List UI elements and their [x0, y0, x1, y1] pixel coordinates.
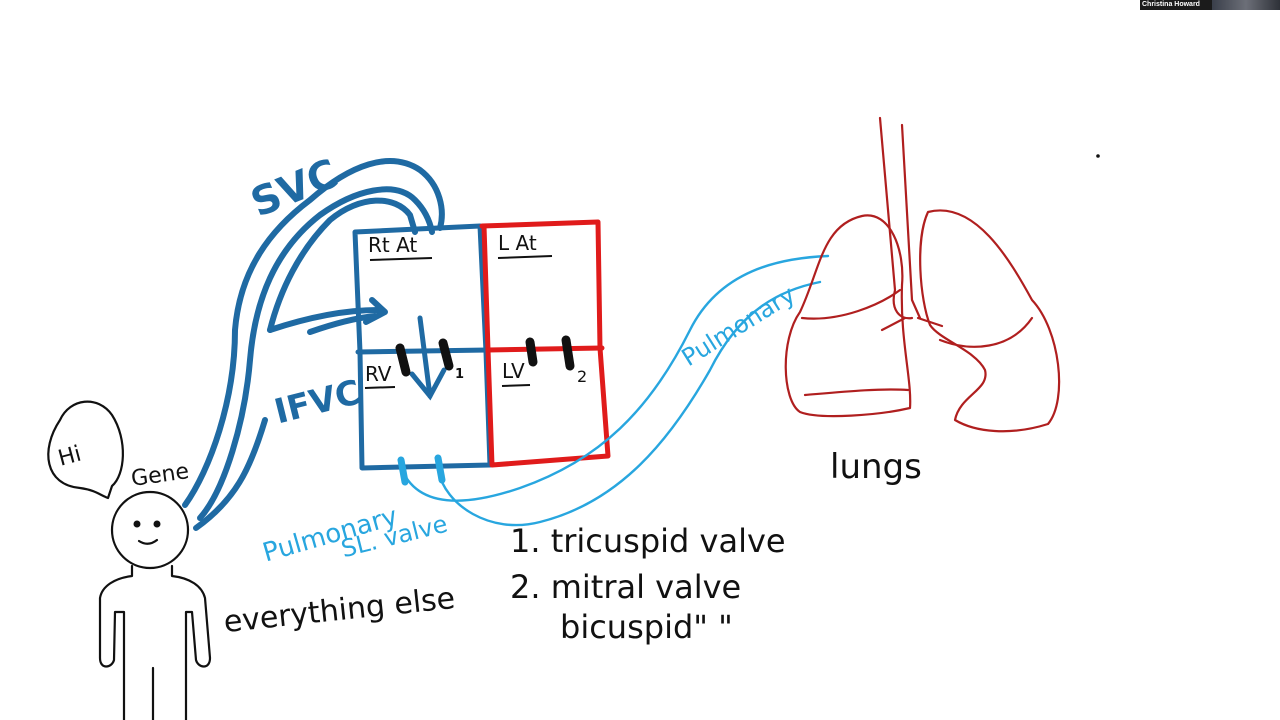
- chamber-la-label: L At: [498, 231, 537, 255]
- note-line-2: 2. mitral valve: [510, 568, 741, 606]
- person-body: [100, 566, 210, 720]
- chamber-ra-label: Rt At: [368, 233, 417, 257]
- lungs-label: lungs: [830, 447, 922, 487]
- ivc-label: IFVC: [270, 372, 364, 432]
- person-head: [112, 492, 188, 568]
- note-line-3: bicuspid" ": [560, 608, 733, 646]
- pulmonary-valve: [401, 458, 442, 482]
- pulmonary-artery-label: Pulmonary: [677, 280, 800, 372]
- flow-arrow: [412, 318, 444, 396]
- speech-text: Hi: [56, 442, 84, 472]
- chamber-rv-label: RV: [365, 362, 392, 386]
- valve-marker-1: 1: [455, 367, 464, 382]
- valve-marker-2: 2: [577, 367, 587, 386]
- lungs-drawing: [786, 118, 1059, 431]
- chamber-lv-label: LV: [502, 359, 525, 383]
- note-line-1: 1. tricuspid valve: [510, 522, 786, 560]
- person-name: Gene: [130, 459, 191, 492]
- everything-else-label: everything else: [222, 581, 457, 640]
- trachea: [880, 118, 920, 318]
- stray-dot: [1096, 154, 1100, 158]
- left-lung: [920, 210, 1059, 431]
